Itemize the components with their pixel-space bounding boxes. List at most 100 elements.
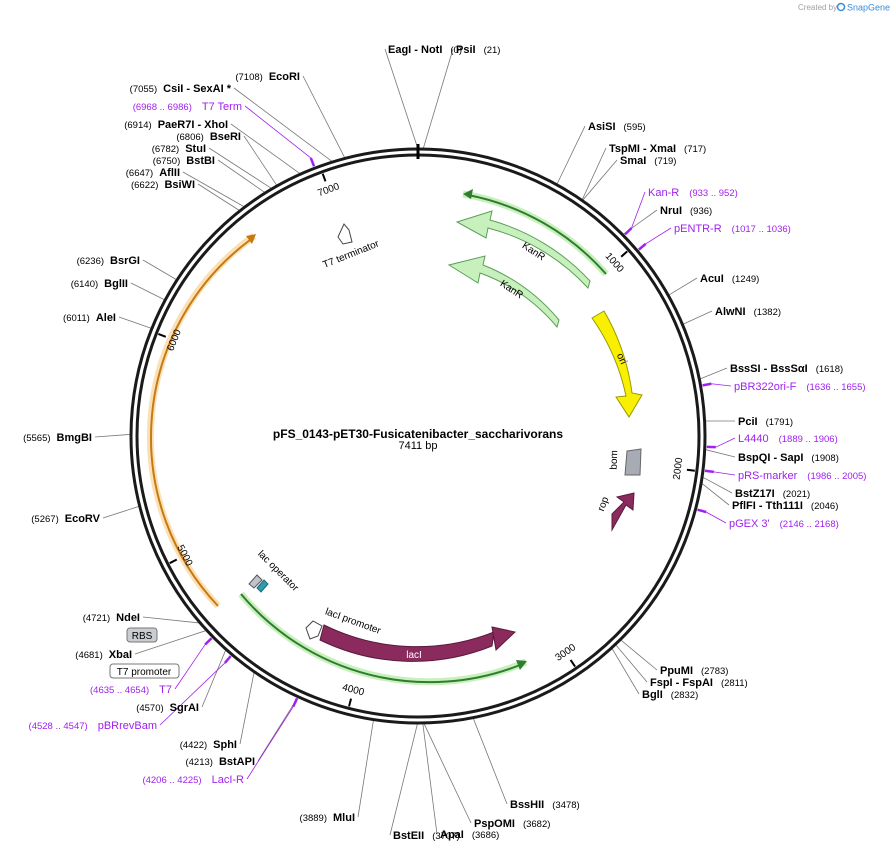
enzyme-label[interactable]: (6750)BstBI xyxy=(153,155,215,167)
primer-leader-line xyxy=(715,437,736,448)
primer-name: pGEX 3' xyxy=(729,518,770,530)
primer-label[interactable]: pGEX 3'(2146 .. 2168) xyxy=(729,518,839,530)
enzyme-label[interactable]: AlwNI(1382) xyxy=(715,306,781,318)
enzyme-label[interactable]: ApaI(3686) xyxy=(440,829,499,841)
enzyme-label[interactable]: SmaI(719) xyxy=(620,155,676,167)
enzyme-name: SphI xyxy=(213,739,237,751)
enzyme-position: (4570) xyxy=(136,703,163,714)
enzyme-leader-line xyxy=(472,717,508,805)
enzyme-leader-line xyxy=(582,159,618,201)
enzyme-label[interactable]: (7108)EcoRI xyxy=(235,71,300,83)
primer-label[interactable]: L4440(1889 .. 1906) xyxy=(738,433,838,445)
primer-range: (4206 .. 4225) xyxy=(142,775,201,786)
enzyme-position: (6140) xyxy=(71,279,98,290)
enzyme-leader-line xyxy=(668,277,698,296)
enzyme-label[interactable]: BglI(2832) xyxy=(642,689,698,701)
primer-name: pRS-marker xyxy=(738,470,798,482)
enzyme-label[interactable]: BspQI - SapI(1908) xyxy=(738,452,839,464)
enzyme-label[interactable]: FspI - FspAI(2811) xyxy=(650,677,748,689)
primer-leader-line xyxy=(631,191,646,229)
laci-label: lacI xyxy=(406,650,422,661)
enzyme-label[interactable]: (7055)CsiI - SexAI * xyxy=(130,83,232,95)
enzyme-label[interactable]: BstEII(3707) xyxy=(393,830,460,842)
primer-label[interactable]: (6968 .. 6986)T7 Term xyxy=(133,101,242,113)
primer-range: (1986 .. 2005) xyxy=(807,471,866,482)
enzyme-label[interactable]: (4570) SgrAI xyxy=(136,702,199,714)
primer-label[interactable]: Kan-R(933 .. 952) xyxy=(648,187,738,199)
ori-label: ori xyxy=(614,352,629,367)
enzyme-position: (595) xyxy=(624,122,646,133)
enzyme-name: BstBI xyxy=(186,155,215,167)
enzyme-name: BstAPI xyxy=(219,756,255,768)
enzyme-name: EagI - NotI xyxy=(388,44,442,56)
enzyme-label[interactable]: EagI - NotI(0) xyxy=(388,44,462,56)
primer-label[interactable]: (4635 .. 4654)T7 xyxy=(90,684,172,696)
enzyme-name: PciI xyxy=(738,416,758,428)
enzyme-label[interactable]: TspMI - XmaI(717) xyxy=(609,143,706,155)
enzyme-position: (7055) xyxy=(130,84,157,95)
enzyme-name: BstZ17I xyxy=(735,488,775,500)
enzyme-label[interactable]: PspOMI(3682) xyxy=(474,818,550,830)
enzyme-label[interactable]: NruI(936) xyxy=(660,205,712,217)
enzyme-name: AsiSI xyxy=(588,121,616,133)
enzyme-label[interactable]: (6806)BseRI xyxy=(176,131,241,143)
enzyme-label[interactable]: (6236)BsrGI xyxy=(77,255,140,267)
enzyme-position: (21) xyxy=(484,45,501,56)
enzyme-label[interactable]: PciI(1791) xyxy=(738,416,793,428)
enzyme-label[interactable]: (6647)AflII xyxy=(126,167,180,179)
enzyme-name: BseRI xyxy=(210,131,241,143)
enzyme-name: AlwNI xyxy=(715,306,746,318)
kanr-arrow-1 xyxy=(455,210,591,289)
primer-label[interactable]: (4528 .. 4547)pBRrevBam xyxy=(29,720,157,732)
primer-mark xyxy=(697,508,707,514)
enzyme-label[interactable]: (5267)EcoRV xyxy=(31,513,100,525)
enzyme-label[interactable]: (4213)BstAPI xyxy=(185,756,255,768)
enzyme-label[interactable]: (4721)NdeI xyxy=(83,612,140,624)
primer-label[interactable]: pBR322ori-F(1636 .. 1655) xyxy=(734,381,866,393)
enzyme-name: BstEII xyxy=(393,830,424,842)
enzyme-label[interactable]: AcuI(1249) xyxy=(700,273,759,285)
enzyme-position: (5267) xyxy=(31,514,58,525)
primer-leader-line xyxy=(174,644,206,690)
enzyme-label[interactable]: (6011)AleI xyxy=(63,312,116,324)
primer-label[interactable]: pENTR-R(1017 .. 1036) xyxy=(674,223,791,235)
ori-arrow xyxy=(591,310,643,418)
enzyme-label[interactable]: (6914)PaeR7I - XhoI xyxy=(124,119,228,131)
enzyme-label[interactable]: (5565)BmgBI xyxy=(23,432,92,444)
tick-label: 4000 xyxy=(341,682,366,698)
enzyme-label[interactable]: (6782)StuI xyxy=(152,143,206,155)
enzyme-label[interactable]: BssHII(3478) xyxy=(510,799,580,811)
enzyme-position: (3686) xyxy=(472,830,499,841)
enzyme-name: AleI xyxy=(96,312,116,324)
primer-label[interactable]: (4206 .. 4225)LacI-R xyxy=(142,774,244,786)
enzyme-label[interactable]: (4422)SphI xyxy=(180,739,237,751)
kanr-arrow-2 xyxy=(447,255,560,329)
enzyme-name: SgrAI xyxy=(170,702,199,714)
enzyme-label[interactable]: PsiI(21) xyxy=(456,44,500,56)
enzyme-leader-line xyxy=(556,125,586,185)
enzyme-leader-line xyxy=(701,476,733,494)
enzyme-label[interactable]: BstZ17I(2021) xyxy=(735,488,810,500)
enzyme-leader-line xyxy=(142,259,178,281)
enzyme-label[interactable]: (6140)BglII xyxy=(71,278,128,290)
primer-range: (4635 .. 4654) xyxy=(90,685,149,696)
enzyme-position: (2046) xyxy=(811,501,838,512)
primer-range: (6968 .. 6986) xyxy=(133,102,192,113)
primer-name: Kan-R xyxy=(648,187,679,199)
primer-label[interactable]: pRS-marker (1986 .. 2005) xyxy=(738,470,866,482)
enzyme-label[interactable]: (4681)XbaI xyxy=(75,649,132,661)
rop-label: rop xyxy=(596,495,611,513)
t7-terminator-arrow xyxy=(337,223,353,245)
enzyme-position: (6647) xyxy=(126,168,153,179)
enzyme-label[interactable]: PpuMI(2783) xyxy=(660,665,728,677)
enzyme-leader-line xyxy=(615,644,648,683)
enzyme-name: PpuMI xyxy=(660,665,693,677)
enzyme-label[interactable]: PflFI - Tth111I(2046) xyxy=(732,500,838,512)
enzyme-label[interactable]: BssSI - BssSαI(1618) xyxy=(730,363,843,375)
primer-name: pBR322ori-F xyxy=(734,381,797,393)
bom-label: bom xyxy=(609,450,621,470)
enzyme-label[interactable]: (3889)MluI xyxy=(300,812,355,824)
enzyme-label[interactable]: (6622)BsiWI xyxy=(131,179,195,191)
tick-label: 6000 xyxy=(165,328,184,353)
enzyme-label[interactable]: AsiSI (595) xyxy=(588,121,646,133)
